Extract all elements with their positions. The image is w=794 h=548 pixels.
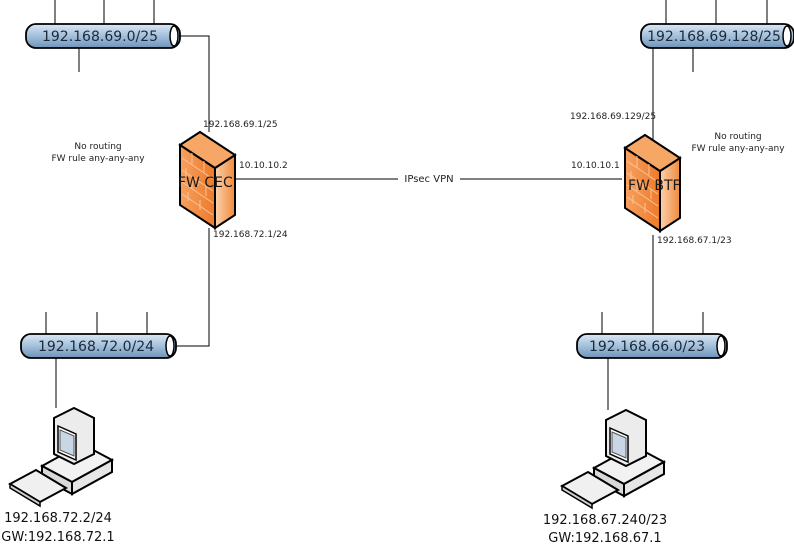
btf-if-vpn: 10.10.10.1 — [571, 161, 620, 171]
cec-if-vpn: 10.10.10.2 — [239, 161, 288, 171]
network-bus-top-left: 192.168.69.0/25 — [25, 23, 181, 49]
btf-note-line1: No routing — [714, 132, 761, 142]
cec-if-bottom: 192.168.72.1/24 — [213, 230, 288, 240]
network-label-top-right: 192.168.69.128/25 — [647, 29, 781, 45]
firewall-btf-label: FW BTF — [628, 178, 681, 194]
host-right-gw: GW:192.168.67.1 — [548, 531, 661, 546]
firewall-btf: FW BTF — [624, 134, 681, 232]
network-bus-top-right: 192.168.69.128/25 — [640, 23, 794, 49]
firewall-cec-label: FW CEC — [178, 175, 233, 191]
firewall-cec: FW CEC — [178, 131, 236, 229]
vpn-label: IPsec VPN — [404, 174, 453, 185]
cec-note-line2: FW rule any-any-any — [51, 154, 145, 164]
computer-icon — [9, 407, 113, 507]
network-bus-bottom-right: 192.168.66.0/23 — [576, 333, 728, 359]
network-label-bottom-right: 192.168.66.0/23 — [589, 339, 705, 355]
btf-note-line2: FW rule any-any-any — [691, 144, 785, 154]
host-left-ip: 192.168.72.2/24 — [4, 511, 112, 526]
vpn-label-bg — [398, 170, 460, 186]
host-left — [9, 407, 113, 507]
computer-icon — [561, 409, 665, 509]
btf-if-bottom: 192.168.67.1/23 — [657, 236, 732, 246]
cec-note-line1: No routing — [74, 142, 121, 152]
cec-if-top: 192.168.69.1/25 — [203, 120, 278, 130]
network-label-top-left: 192.168.69.0/25 — [42, 29, 158, 45]
host-right-ip: 192.168.67.240/23 — [543, 513, 667, 528]
host-left-gw: GW:192.168.72.1 — [1, 530, 114, 545]
btf-if-top: 192.168.69.129/25 — [570, 112, 656, 122]
network-bus-bottom-left: 192.168.72.0/24 — [20, 333, 177, 359]
host-right — [561, 409, 665, 509]
network-label-bottom-left: 192.168.72.0/24 — [38, 339, 154, 355]
